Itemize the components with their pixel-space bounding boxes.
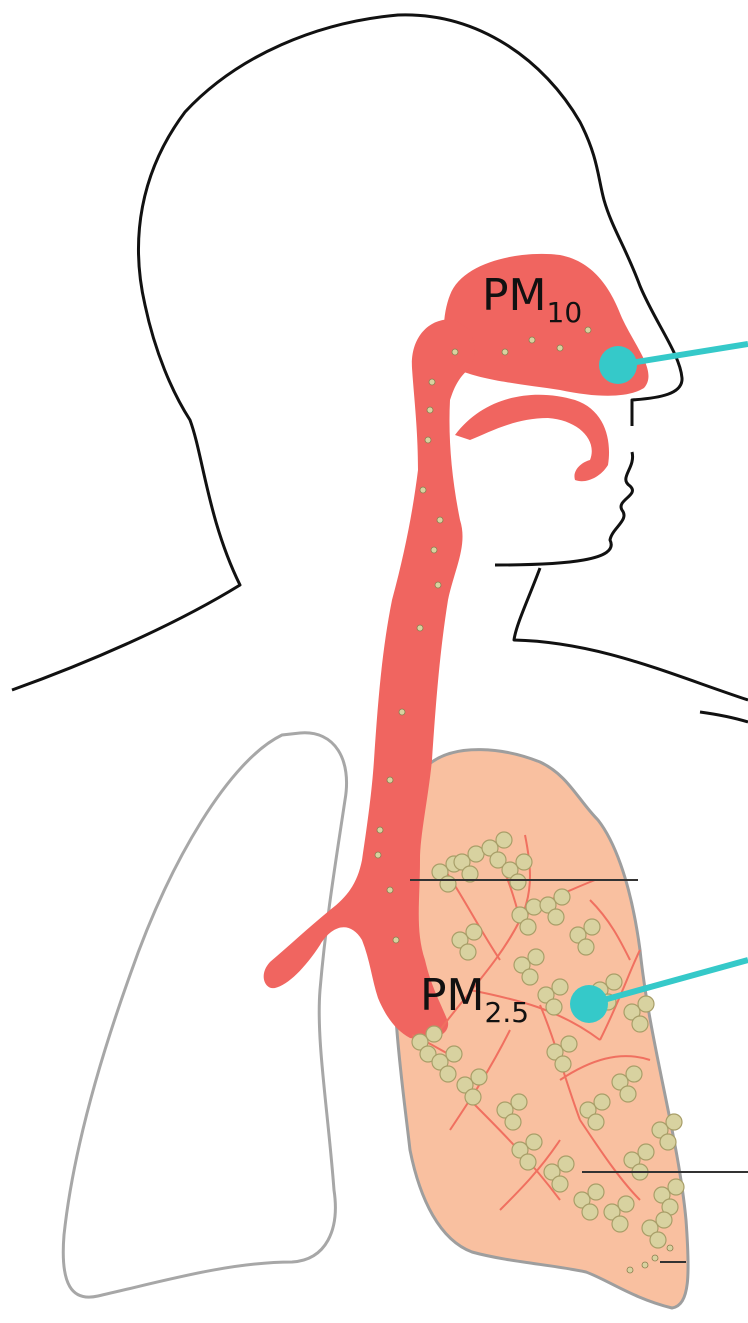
label-pm10-sub: 10	[547, 296, 583, 329]
particle-dot-19	[393, 937, 399, 943]
particle-dot-7	[427, 407, 433, 413]
face-outline	[495, 452, 633, 565]
particle-dot-17	[375, 852, 381, 858]
particle-dot-14	[399, 709, 405, 715]
neck-outline	[514, 568, 748, 700]
particle-dot-9	[420, 487, 426, 493]
label-pm25-sub: 2.5	[485, 996, 530, 1029]
label-pm10-main: PM	[482, 270, 547, 321]
particle-dot-4	[585, 327, 591, 333]
particle-dot-6	[429, 379, 435, 385]
particle-dot-1	[502, 349, 508, 355]
particle-dot-2	[529, 337, 535, 343]
label-pm25-main: PM	[420, 970, 485, 1021]
particle-dot-18	[387, 887, 393, 893]
particle-dot-11	[431, 547, 437, 553]
particle-dot-21	[642, 1262, 648, 1268]
marker-dot-pm25	[570, 985, 608, 1023]
particle-dot-3	[557, 345, 563, 351]
particle-dot-8	[425, 437, 431, 443]
particle-dot-15	[387, 777, 393, 783]
particle-dot-13	[417, 625, 423, 631]
particle-dot-16	[377, 827, 383, 833]
particle-dot-23	[667, 1245, 673, 1251]
particle-dot-22	[652, 1255, 658, 1261]
particle-dot-10	[437, 517, 443, 523]
particle-dot-12	[435, 582, 441, 588]
particle-dot-20	[627, 1267, 633, 1273]
shoulder-outline	[700, 712, 748, 722]
marker-dot-pm10	[599, 346, 637, 384]
left-lung	[63, 733, 346, 1297]
particle-dot-0	[452, 349, 458, 355]
oral-cavity	[455, 395, 609, 482]
